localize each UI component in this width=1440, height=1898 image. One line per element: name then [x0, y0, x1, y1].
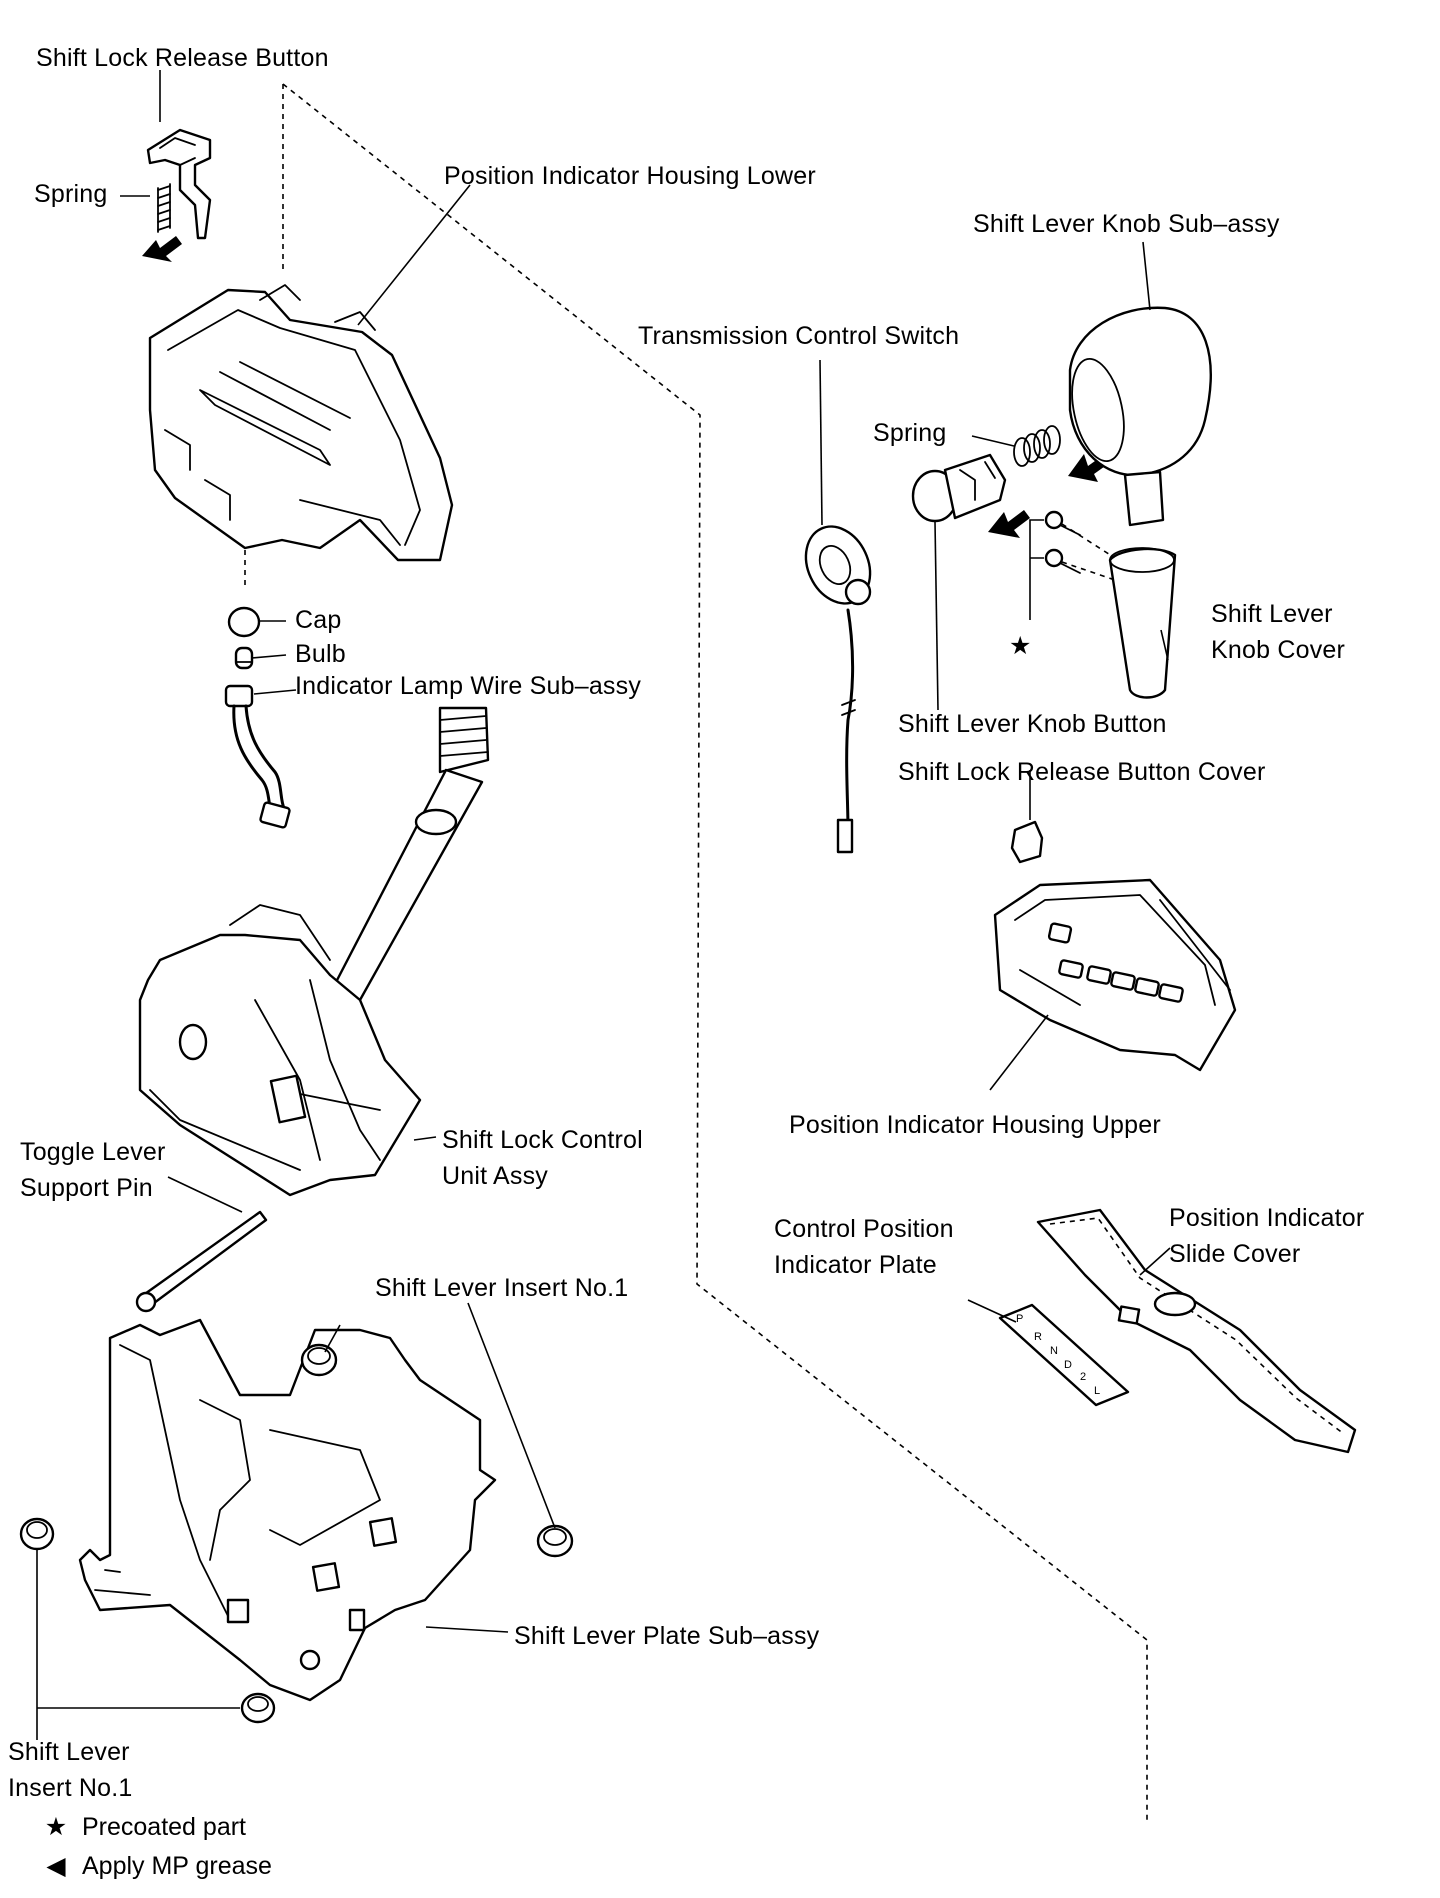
position-indicator-housing-lower — [148, 284, 454, 562]
screws — [1044, 510, 1081, 574]
legend-precoated: ★ Precoated part — [30, 1811, 246, 1843]
shift-lever-insert-part-1 — [300, 1343, 338, 1377]
legend-precoated-text: Precoated part — [82, 1813, 246, 1841]
label-spring-right: Spring — [873, 419, 947, 447]
position-indicator-slide-cover — [1036, 1208, 1357, 1454]
label-shift-lever-knob-button: Shift Lever Knob Button — [898, 710, 1167, 738]
shift-lever-knob — [1068, 306, 1212, 527]
label-shift-lever-plate-sub-assy: Shift Lever Plate Sub–assy — [514, 1622, 820, 1650]
toggle-lever-support-pin — [135, 1210, 268, 1313]
label-transmission-control-switch: Transmission Control Switch — [638, 322, 960, 350]
transmission-control-switch — [804, 525, 872, 854]
label-toggle-lever-support-pin: Toggle Lever Support Pin — [20, 1138, 166, 1202]
star-icon: ★ — [44, 1813, 68, 1841]
shift-lever-insert-part-2 — [536, 1524, 574, 1558]
indicator-lamp-wire — [224, 684, 291, 829]
label-control-position-indicator-plate: Control Position Indicator Plate — [774, 1215, 954, 1279]
bulb-part — [234, 646, 254, 670]
assembly-boundary-dashed — [282, 83, 1148, 1820]
shift-lever-insert-part-4 — [240, 1692, 276, 1724]
label-bulb: Bulb — [295, 640, 346, 668]
shift-lever-knob-cover — [1108, 547, 1177, 699]
label-shift-lever-insert-no1-bottom: Shift Lever Insert No.1 — [8, 1738, 133, 1802]
shift-lock-control-unit — [138, 904, 422, 1197]
spring-right — [1013, 425, 1061, 467]
plate-letter-d: D — [1064, 1359, 1072, 1371]
cap-part — [227, 606, 261, 638]
shift-lever-shaft — [332, 706, 490, 1002]
position-indicator-housing-upper — [993, 878, 1237, 1072]
grease-arrow-icon: ◀ — [46, 1852, 66, 1880]
label-precoat-star: ★ — [1009, 632, 1032, 660]
label-indicator-lamp-wire-sub-assy: Indicator Lamp Wire Sub–assy — [295, 672, 642, 700]
shift-lock-release-button — [146, 128, 212, 240]
label-shift-lever-knob-cover: Shift Lever Knob Cover — [1211, 600, 1346, 664]
shift-lever-plate — [78, 1318, 497, 1702]
label-shift-lock-release-button-cover: Shift Lock Release Button Cover — [898, 758, 1266, 786]
plate-letter-2: 2 — [1080, 1371, 1086, 1383]
label-spring-left: Spring — [34, 180, 108, 208]
leader-lines — [36, 70, 1171, 1740]
grease-arrow-icon — [142, 236, 182, 262]
label-cap: Cap — [295, 606, 342, 634]
legend-mp-grease: ◀ Apply MP grease — [30, 1850, 272, 1882]
plate-letter-n: N — [1050, 1345, 1058, 1357]
grease-arrow-icon — [988, 510, 1030, 538]
label-shift-lock-control-unit-assy: Shift Lock Control Unit Assy — [442, 1126, 643, 1190]
plate-letter-p: P — [1016, 1313, 1023, 1325]
plate-letters: P R N D 2 L — [1016, 1313, 1100, 1397]
shift-lever-insert-part-3 — [19, 1517, 55, 1551]
plate-letter-l: L — [1094, 1385, 1100, 1397]
label-shift-lever-knob-sub-assy: Shift Lever Knob Sub–assy — [973, 210, 1280, 238]
spring-left — [157, 183, 171, 233]
label-position-indicator-slide-cover: Position Indicator Slide Cover — [1169, 1204, 1365, 1268]
legend-grease-text: Apply MP grease — [82, 1852, 272, 1880]
label-shift-lock-release-button: Shift Lock Release Button — [36, 44, 329, 72]
shift-lock-release-button-cover — [1010, 820, 1044, 864]
label-position-indicator-housing-lower: Position Indicator Housing Lower — [444, 162, 816, 190]
shift-lever-knob-button — [911, 453, 1007, 523]
label-shift-lever-insert-no1-top: Shift Lever Insert No.1 — [375, 1274, 629, 1302]
label-position-indicator-housing-upper: Position Indicator Housing Upper — [789, 1111, 1161, 1139]
control-position-indicator-plate — [998, 1303, 1130, 1407]
plate-letter-r: R — [1034, 1331, 1042, 1343]
